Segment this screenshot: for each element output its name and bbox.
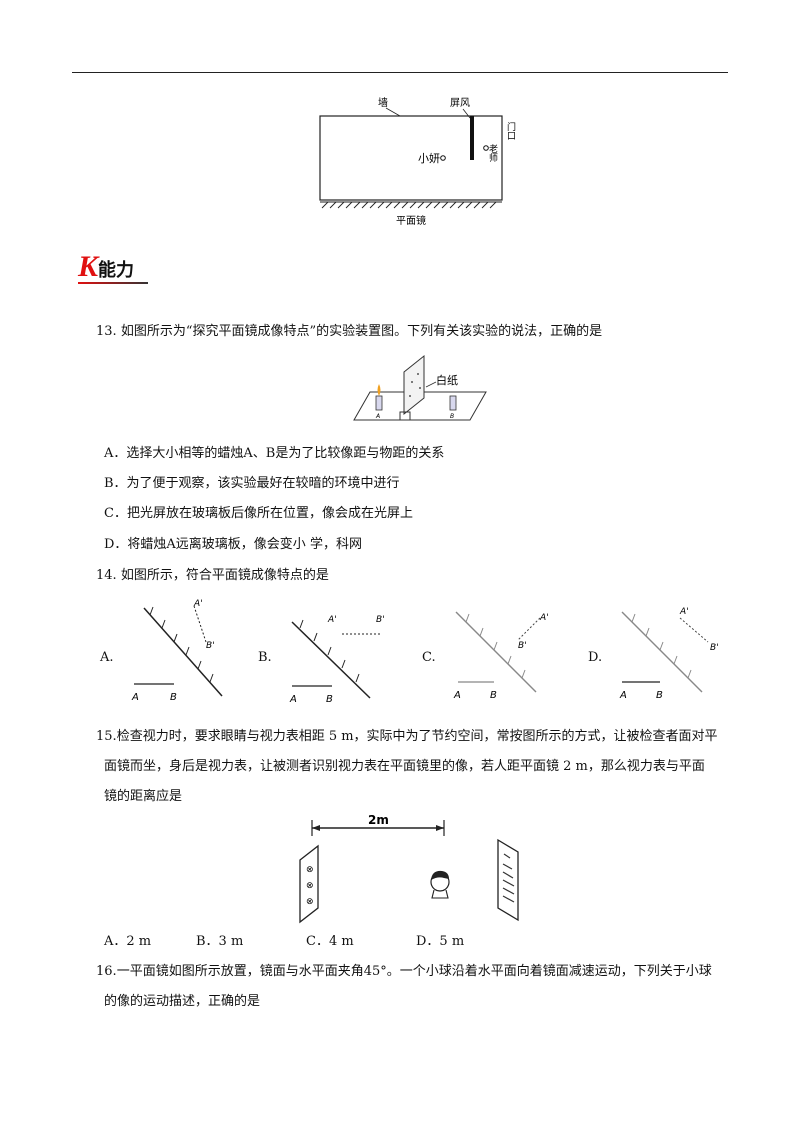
- student-dot: [440, 155, 446, 161]
- q14-number: 14.: [96, 568, 117, 583]
- svg-text:B: B: [326, 694, 333, 705]
- q14-stem: 14. 如图所示，符合平面镜成像特点的是: [96, 566, 329, 586]
- q15-option-a[interactable]: A．2 m: [104, 934, 152, 949]
- door-label: 门口: [505, 121, 516, 140]
- q16-line2: 的像的运动描述，正确的是: [104, 994, 261, 1009]
- mirror-hatch: [320, 201, 502, 209]
- section-title: 能力: [98, 260, 135, 281]
- q13-text: 如图所示为“探究平面镜成像特点”的实验装置图。下列有关该实验的说法，正确的是: [120, 324, 603, 339]
- teacher-dot: [483, 145, 489, 151]
- q15-figure: 2m ⊗ ⊗ ⊗: [299, 813, 519, 924]
- candle-flame: [377, 384, 381, 396]
- svg-text:A': A': [679, 607, 689, 617]
- svg-text:⊗: ⊗: [306, 881, 314, 891]
- svg-text:⊗: ⊗: [306, 897, 314, 907]
- q14-option-a[interactable]: A.: [100, 650, 114, 665]
- room-outline: [319, 115, 503, 201]
- label-candle-b: B: [450, 413, 454, 420]
- q15-line3: 镜的距离应是: [104, 789, 183, 804]
- student-label: 小妍: [418, 151, 440, 165]
- q14-figure-a: A B A' B': [131, 599, 223, 703]
- svg-text:A: A: [453, 690, 461, 701]
- svg-text:A': A': [193, 599, 203, 609]
- person-head-icon: [430, 870, 450, 899]
- q15-number: 15.: [96, 729, 117, 744]
- q15-option-c[interactable]: C．4 m: [306, 934, 354, 949]
- eye-chart: [497, 838, 519, 922]
- q14-text: 如图所示，符合平面镜成像特点的是: [120, 568, 329, 583]
- svg-text:A: A: [131, 692, 139, 703]
- q14-figure-c: A B A' B': [453, 611, 549, 701]
- q13-number: 13.: [96, 324, 117, 339]
- svg-text:A': A': [327, 615, 337, 625]
- q14-option-c[interactable]: C.: [422, 650, 436, 665]
- q16-number: 16.: [96, 964, 117, 979]
- svg-text:B': B': [710, 643, 719, 653]
- section-header: K能力: [78, 250, 150, 284]
- table-plane: [353, 391, 487, 421]
- q13-option-d[interactable]: D．将蜡烛A远离玻璃板，像会变小 学，科网: [104, 537, 362, 552]
- candle-b: [449, 395, 457, 411]
- q15-line1: 15.检查视力时，要求眼睛与视力表相距 5 m，实际中为了节约空间，常按图所示的…: [96, 729, 718, 744]
- svg-text:B: B: [656, 690, 663, 701]
- plane-mirror: [299, 844, 319, 924]
- svg-text:A: A: [619, 690, 627, 701]
- q13-stem: 13. 如图所示为“探究平面镜成像特点”的实验装置图。下列有关该实验的说法，正确…: [96, 322, 602, 342]
- section-letter: K: [78, 250, 99, 283]
- mirror-label: 平面镜: [396, 214, 426, 227]
- image-ab: [193, 605, 207, 643]
- svg-text:A: A: [289, 694, 297, 705]
- dimension-label: 2m: [368, 813, 389, 827]
- screen-bar: [470, 116, 474, 160]
- label-candle-a: A: [375, 413, 380, 420]
- q15-line2: 面镜而坐，身后是视力表，让被测者识别视力表在平面镜里的像，若人距平面镜 2 m，…: [104, 759, 705, 774]
- q14-option-b[interactable]: B.: [258, 650, 272, 665]
- q15-option-d[interactable]: D．5 m: [416, 934, 465, 949]
- q14-figure-d: A B A' B': [619, 607, 719, 701]
- q16-line1: 16.一平面镜如图所示放置，镜面与水平面夹角45°。一个小球沿着水平面向着镜面减…: [96, 964, 712, 979]
- svg-text:B': B': [376, 615, 385, 625]
- q13-option-a[interactable]: A．选择大小相等的蜡烛A、B是为了比较像距与物距的关系: [104, 446, 445, 461]
- room-diagram: 墙 屏风 小妍 老师 门口 平面镜: [319, 96, 516, 227]
- header-rule: [72, 72, 728, 73]
- svg-text:B': B': [518, 641, 527, 651]
- glass-plate: [403, 354, 425, 416]
- svg-text:A': A': [539, 613, 549, 623]
- svg-text:B: B: [490, 690, 497, 701]
- eye-chart-rows: [502, 853, 515, 903]
- svg-text:B': B': [206, 641, 215, 651]
- teacher-label: 老师: [487, 143, 498, 163]
- wall-label: 墙: [378, 96, 388, 109]
- q14-figure-b: A B A' B': [289, 615, 385, 705]
- q14-option-d[interactable]: D.: [588, 650, 603, 665]
- candle-a: [375, 395, 383, 411]
- svg-text:⊗: ⊗: [306, 865, 314, 875]
- q13-option-c[interactable]: C．把光屏放在玻璃板后像所在位置，像会成在光屏上: [104, 506, 413, 521]
- white-paper-label: 白纸: [436, 373, 458, 387]
- q13-apparatus: A B 白纸: [353, 354, 487, 421]
- mirror-line: [143, 607, 223, 697]
- screen-label: 屏风: [450, 97, 470, 109]
- q13-option-b[interactable]: B．为了便于观察，该实验最好在较暗的环境中进行: [104, 476, 400, 491]
- svg-text:B: B: [170, 692, 177, 703]
- q15-option-b[interactable]: B．3 m: [196, 934, 244, 949]
